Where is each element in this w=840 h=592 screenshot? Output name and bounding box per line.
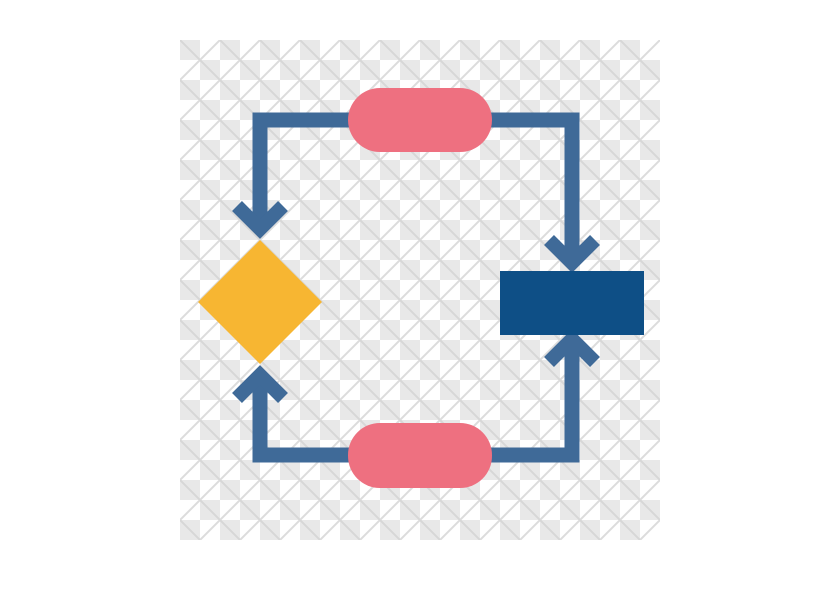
arrow-down-left-icon bbox=[232, 201, 288, 239]
arrow-up-left-icon bbox=[232, 365, 288, 403]
arrow-down-right-icon bbox=[544, 235, 600, 273]
process-box bbox=[500, 271, 644, 335]
decision-diamond bbox=[198, 240, 322, 364]
arrow-up-right-icon bbox=[544, 329, 600, 367]
terminator-top bbox=[348, 88, 492, 152]
terminator-bottom bbox=[348, 423, 492, 488]
